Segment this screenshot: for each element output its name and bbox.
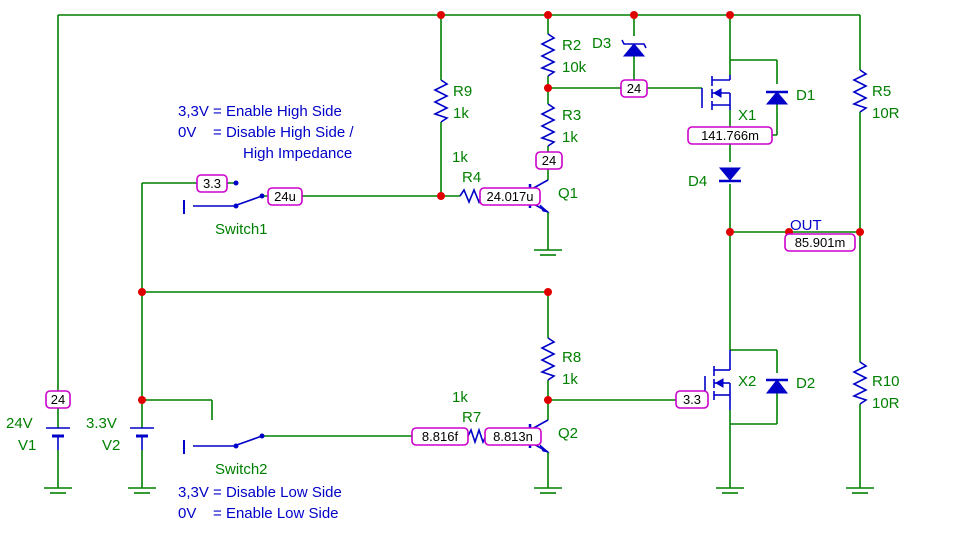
- diodes: [621, 39, 789, 394]
- ground-icon: [44, 487, 72, 494]
- svg-text:141.766m: 141.766m: [701, 128, 759, 143]
- diode-d2-icon: [765, 378, 789, 394]
- resistor-r2-icon: [539, 33, 556, 77]
- probe-x2-gate[interactable]: 3.3: [675, 390, 709, 409]
- resistor-r5-icon: [851, 69, 868, 113]
- r9-name: R9: [453, 83, 472, 100]
- svg-text:24.017u: 24.017u: [487, 189, 534, 204]
- probe-r7-right[interactable]: 8.813n: [484, 427, 542, 446]
- q2-name: Q2: [558, 425, 578, 442]
- r4-name: R4: [462, 169, 481, 186]
- probe-out[interactable]: 85.901m: [784, 233, 856, 252]
- svg-text:24u: 24u: [274, 189, 296, 204]
- probe-x1-source[interactable]: 141.766m: [687, 126, 773, 145]
- ground-icon: [846, 487, 874, 494]
- probe-d3[interactable]: 24: [620, 79, 648, 98]
- r4-value: 1k: [452, 149, 468, 166]
- switch1-icon[interactable]: [183, 180, 265, 214]
- r8-name: R8: [562, 349, 581, 366]
- d1-name: D1: [796, 87, 815, 104]
- resistor-r7-icon: [467, 427, 487, 445]
- svg-text:8.816f: 8.816f: [422, 429, 459, 444]
- r5-name: R5: [872, 83, 891, 100]
- battery-v1-icon: [46, 427, 70, 450]
- ground-symbols: [44, 249, 874, 494]
- probe-q1-collector[interactable]: 24: [535, 151, 563, 170]
- probe-v1[interactable]: 24: [45, 390, 71, 409]
- probe-q1-base[interactable]: 24.017u: [479, 187, 541, 206]
- svg-text:24: 24: [51, 392, 65, 407]
- component-labels: R9 1k R2 10k R3 1k 1k R4 R5 10R R10 10R …: [6, 35, 900, 478]
- x2-name: X2: [738, 373, 756, 390]
- d3-name: D3: [592, 35, 611, 52]
- d2-name: D2: [796, 375, 815, 392]
- r3-name: R3: [562, 107, 581, 124]
- resistor-r8-icon: [539, 337, 556, 381]
- r10-value: 10R: [872, 395, 900, 412]
- low-side-note-1: 3,3V = Disable Low Side: [178, 484, 342, 501]
- d4-name: D4: [688, 173, 707, 190]
- probe-tags: 24 24 3.3 24u 24.017u 24 141.766m 85.90: [45, 79, 856, 446]
- r2-name: R2: [562, 37, 581, 54]
- high-side-note-3: High Impedance: [243, 145, 352, 162]
- r5-value: 10R: [872, 105, 900, 122]
- svg-text:3.3: 3.3: [683, 392, 701, 407]
- high-side-note-2: 0V = Disable High Side /: [178, 124, 354, 141]
- high-side-note-1: 3,3V = Enable High Side: [178, 103, 342, 120]
- r9-value: 1k: [453, 105, 469, 122]
- r10-name: R10: [872, 373, 900, 390]
- svg-text:3.3: 3.3: [203, 176, 221, 191]
- q1-name: Q1: [558, 185, 578, 202]
- svg-text:85.901m: 85.901m: [795, 235, 846, 250]
- diode-d4-icon: [718, 167, 742, 183]
- probe-switch1-out[interactable]: 24u: [267, 187, 303, 206]
- resistor-r9-icon: [432, 79, 449, 123]
- low-side-note-2: 0V = Enable Low Side: [178, 505, 339, 522]
- probe-switch1-in[interactable]: 3.3: [196, 174, 228, 193]
- ground-icon: [534, 487, 562, 494]
- r3-value: 1k: [562, 129, 578, 146]
- switch2-icon[interactable]: [183, 433, 265, 454]
- resistors: [432, 33, 868, 445]
- switch1-name: Switch1: [215, 221, 268, 238]
- x1-name: X1: [738, 107, 756, 124]
- svg-text:24: 24: [542, 153, 556, 168]
- mosfet-x1-icon: [701, 75, 731, 110]
- probe-r7-left[interactable]: 8.816f: [411, 427, 469, 446]
- junction-nodes: [138, 11, 864, 404]
- ground-icon: [716, 487, 744, 494]
- v1-name: V1: [18, 437, 36, 454]
- switch2-name: Switch2: [215, 461, 268, 478]
- v1-value: 24V: [6, 415, 33, 432]
- r7-value: 1k: [452, 389, 468, 406]
- notes: 3,3V = Enable High Side 0V = Disable Hig…: [178, 103, 354, 522]
- battery-v2-icon: [130, 427, 154, 450]
- diode-d1-icon: [765, 90, 789, 105]
- ground-icon: [128, 487, 156, 494]
- resistor-r10-icon: [851, 361, 868, 405]
- r8-value: 1k: [562, 371, 578, 388]
- svg-text:24: 24: [627, 81, 641, 96]
- resistor-r3-icon: [539, 103, 556, 147]
- out-label: OUT: [790, 217, 822, 234]
- svg-text:8.813n: 8.813n: [493, 429, 533, 444]
- r2-value: 10k: [562, 59, 587, 76]
- ground-icon: [534, 249, 562, 256]
- v2-name: V2: [102, 437, 120, 454]
- r7-name: R7: [462, 409, 481, 426]
- v2-value: 3.3V: [86, 415, 117, 432]
- zener-diode-d3-icon: [621, 39, 647, 57]
